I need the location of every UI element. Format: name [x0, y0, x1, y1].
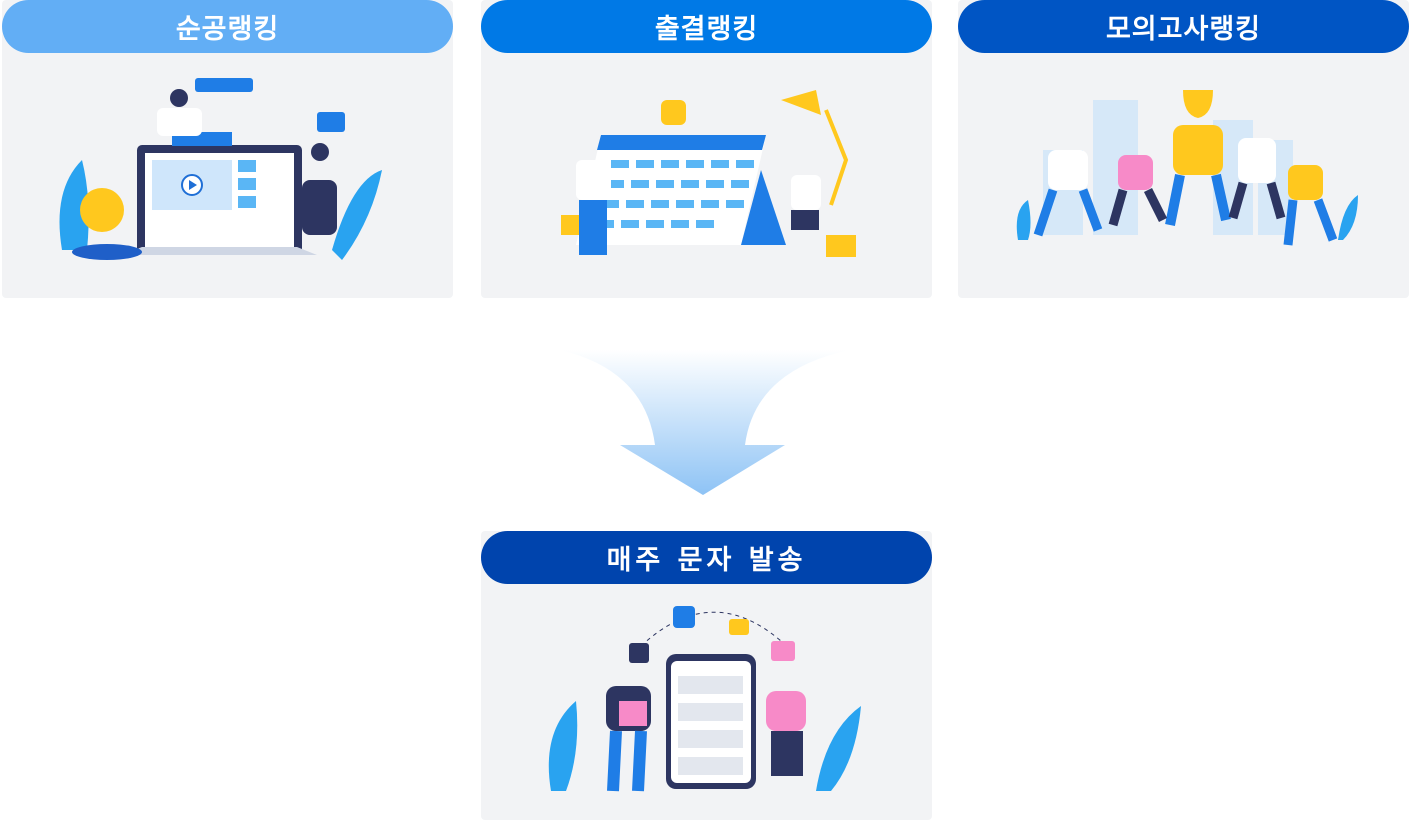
mobile-messaging-illustration	[481, 591, 932, 820]
down-arrow-icon	[560, 350, 850, 495]
study-ranking-title: 순공랭킹	[2, 0, 453, 53]
attendance-ranking-card: 출결랭킹	[481, 0, 932, 298]
mock-exam-ranking-card: 모의고사랭킹	[958, 0, 1409, 298]
celebration-illustration	[958, 60, 1409, 298]
mock-exam-ranking-title: 모의고사랭킹	[958, 0, 1409, 53]
weekly-sms-title: 매주 문자 발송	[481, 531, 932, 584]
weekly-sms-card: 매주 문자 발송	[481, 531, 932, 820]
study-ranking-card: 순공랭킹	[2, 0, 453, 298]
calendar-illustration	[481, 60, 932, 298]
attendance-ranking-title: 출결랭킹	[481, 0, 932, 53]
laptop-lecture-illustration	[2, 60, 453, 298]
